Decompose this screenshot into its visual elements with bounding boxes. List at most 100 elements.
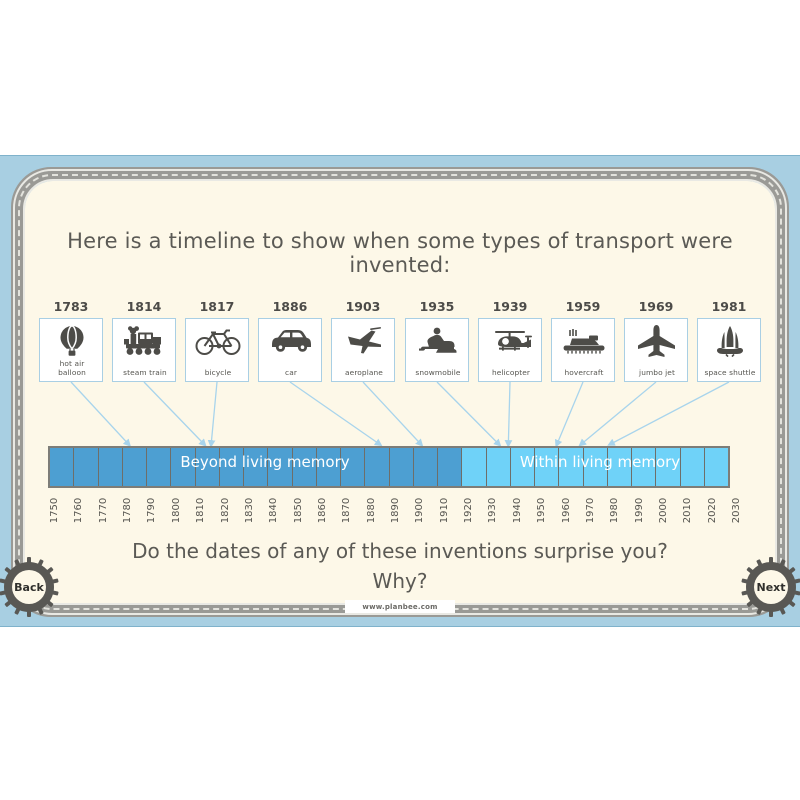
invention-label: bicycle [204,368,232,377]
timeline-tick-label: 1930 [487,497,499,524]
invention-card-space-shuttle: 1981 space shuttle [696,299,762,382]
timeline-decade-cell [486,448,511,486]
back-button-label: Back [14,580,44,594]
invention-label: car [285,368,297,377]
invention-card-box: car [258,318,322,382]
timeline-tick-label: 1860 [317,497,329,524]
invention-card-box: hovercraft [551,318,615,382]
timeline-tick-label: 2010 [682,497,694,524]
timeline-decade-cell [559,448,584,486]
timeline-tick-label: 1800 [171,497,183,524]
timeline-tick-label: 1940 [512,497,524,524]
invention-year: 1969 [638,299,674,314]
timeline-decade-cell [365,448,390,486]
invention-label: space shuttle [704,368,756,377]
question-line-1: Do the dates of any of these inventions … [132,539,668,563]
invention-label: snowmobile [415,368,461,377]
band-label-beyond-living-memory: Beyond living memory [180,453,350,471]
slide-canvas: Here is a timeline to show when some typ… [0,155,800,627]
timeline-tick-label: 1870 [341,497,353,524]
invention-year: 1886 [272,299,308,314]
timeline-decade-cell [632,448,657,486]
next-button-label: Next [756,580,786,594]
invention-card-box: jumbo jet [624,318,688,382]
timeline-decade-cell [704,448,728,486]
invention-card-helicopter: 1939 helicopter [477,299,543,382]
timeline-tick-label: 1810 [195,497,207,524]
timeline-decade-cell [583,448,608,486]
timeline-bar [48,446,730,488]
jumbo-jet-icon [625,324,689,358]
timeline-tick-label: 2020 [706,497,718,524]
timeline-tick-label: 1970 [585,497,597,524]
invention-label: helicopter [491,368,531,377]
invention-year: 1903 [345,299,381,314]
timeline-decade-cell [50,448,75,486]
helicopter-icon [479,324,543,358]
aeroplane-icon [332,324,396,358]
car-icon [259,324,323,358]
next-button[interactable]: Next [740,556,800,618]
invention-label: aeroplane [345,368,383,377]
timeline-tick-label: 2030 [731,497,743,524]
timeline-decade-cell [341,448,366,486]
invention-card-car: 1886 car [257,299,323,382]
cog-shape-icon [0,557,59,617]
invention-card-box: aeroplane [331,318,395,382]
footer-watermark: www.planbee.com [345,600,455,613]
bicycle-icon [186,324,250,358]
timeline-tick-label: 1890 [390,497,402,524]
invention-year: 1817 [199,299,235,314]
invention-card-box: snowmobile [405,318,469,382]
timeline-tick-label: 1780 [122,497,134,524]
snowmobile-icon [406,324,470,358]
timeline-decade-cell [122,448,147,486]
invention-label: hovercraft [564,368,604,377]
timeline-decade-cell [438,448,463,486]
timeline-decade-cell [510,448,535,486]
invention-year: 1959 [565,299,601,314]
timeline-tick-label: 1760 [73,497,85,524]
timeline-tick-label: 1840 [268,497,280,524]
timeline-decade-cell [219,448,244,486]
invention-card-box: steam train [112,318,176,382]
slide-page: Here is a timeline to show when some typ… [25,181,775,603]
timeline-decade-cell [147,448,172,486]
band-label-within-living-memory: Within living memory [519,453,681,471]
timeline-tick-label: 2000 [658,497,670,524]
timeline-decade-cell [292,448,317,486]
invention-label: steam train [123,368,167,377]
timeline-decade-cell [74,448,99,486]
invention-year: 1939 [492,299,528,314]
timeline-decade-cell [268,448,293,486]
timeline-tick-label: 1820 [219,497,231,524]
timeline-decade-cell [413,448,438,486]
timeline-tick-label: 1960 [560,497,572,524]
steam-train-icon [113,324,177,358]
hot-air-balloon-icon [40,324,104,358]
invention-card-box: bicycle [185,318,249,382]
timeline-tick-label: 1750 [49,497,61,524]
timeline-decade-cell [680,448,705,486]
invention-year: 1981 [711,299,747,314]
timeline-tick-label: 1910 [438,497,450,524]
invention-year: 1783 [53,299,89,314]
invention-card-bicycle: 1817 bicycle [184,299,250,382]
timeline-tick-label: 1950 [536,497,548,524]
timeline-decade-cell [244,448,269,486]
back-button[interactable]: Back [0,556,60,618]
timeline-decade-cell [535,448,560,486]
timeline-tick-label: 1980 [609,497,621,524]
timeline-decade-cell [389,448,414,486]
timeline-tick-label: 1850 [292,497,304,524]
timeline-decade-cell [462,448,487,486]
cog-shape-icon [741,557,800,617]
invention-year: 1935 [419,299,455,314]
timeline-tick-label: 1790 [146,497,158,524]
timeline-decade-cell [195,448,220,486]
